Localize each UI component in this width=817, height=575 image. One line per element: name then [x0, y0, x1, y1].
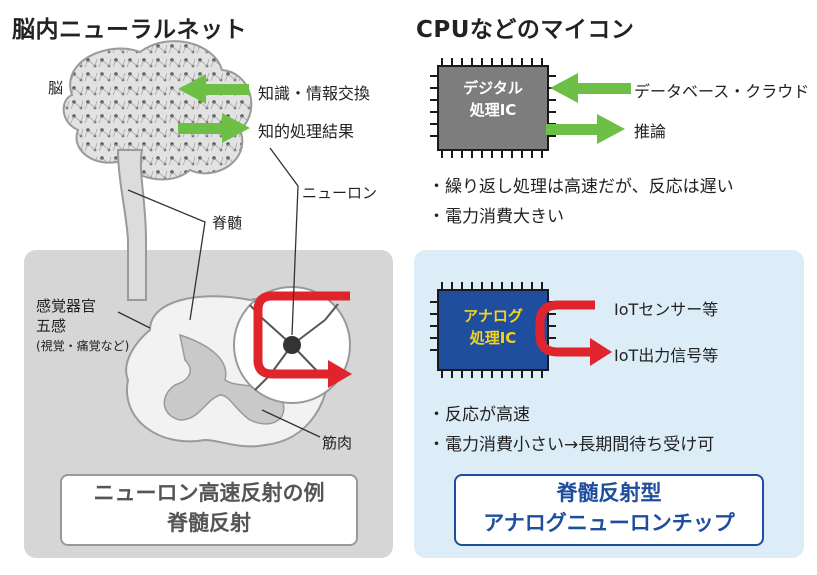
five-senses-label: 五感	[36, 317, 67, 335]
digital-bullet-1: ・繰り返し処理は高速だが、反応は遅い	[428, 177, 734, 197]
left-caption-line1: ニューロン高速反射の例	[93, 481, 325, 505]
analog-chip	[437, 289, 549, 371]
knowledge-exchange-label: 知識・情報交換	[258, 84, 371, 103]
red-reflex-arrow-chip	[535, 300, 595, 357]
green-arrow-database	[550, 73, 578, 103]
spine-label: 脊髄	[212, 214, 243, 232]
digital-chip-line2: 処理IC	[469, 101, 517, 119]
red-reflex-arrow	[253, 291, 350, 379]
right-caption-line2: アナログニューロンチップ	[483, 511, 735, 535]
right-title: CPUなどのマイコン	[416, 17, 635, 43]
analog-bullet-1: ・反応が高速	[428, 405, 530, 425]
left-caption-line2: 脊髄反射	[167, 511, 251, 535]
analog-bullet-2: ・電力消費小さい→長期間待ち受け可	[428, 435, 715, 455]
analog-chip-line2: 処理IC	[469, 329, 517, 347]
digital-chip	[437, 65, 549, 151]
iot-output-label: IoT出力信号等	[614, 346, 719, 365]
green-arrow-in	[178, 74, 206, 104]
right-caption: 脊髄反射型 アナログニューロンチップ	[454, 474, 764, 546]
iot-sensor-label: IoTセンサー等	[614, 300, 719, 319]
green-arrow-out	[222, 113, 250, 143]
spinal-cord-shape	[116, 149, 147, 301]
brain-shape	[62, 40, 253, 181]
brain-spine-illustration	[62, 40, 352, 448]
database-cloud-label: データベース・クラウド	[634, 82, 810, 101]
processing-result-label: 知的処理結果	[258, 122, 355, 141]
digital-chip-label: デジタル 処理IC	[438, 77, 548, 121]
right-caption-line1: 脊髄反射型	[556, 481, 662, 505]
chip-diagram	[430, 58, 631, 378]
inference-label: 推論	[634, 122, 667, 141]
sense-organ-label: 感覚器官	[36, 297, 97, 315]
left-title: 脳内ニューラルネット	[12, 17, 247, 43]
muscle-label: 筋肉	[322, 434, 353, 452]
senses-detail-label: (視覚・痛覚など)	[36, 339, 130, 353]
green-arrow-inference	[597, 114, 625, 144]
brain-label: 脳	[48, 79, 64, 97]
digital-chip-line1: デジタル	[463, 79, 523, 97]
analog-chip-line1: アナログ	[463, 307, 523, 325]
analog-chip-label: アナログ 処理IC	[438, 305, 548, 349]
digital-bullet-2: ・電力消費大きい	[428, 207, 564, 227]
neuron-label: ニューロン	[302, 184, 378, 202]
left-caption: ニューロン高速反射の例 脊髄反射	[60, 474, 358, 546]
